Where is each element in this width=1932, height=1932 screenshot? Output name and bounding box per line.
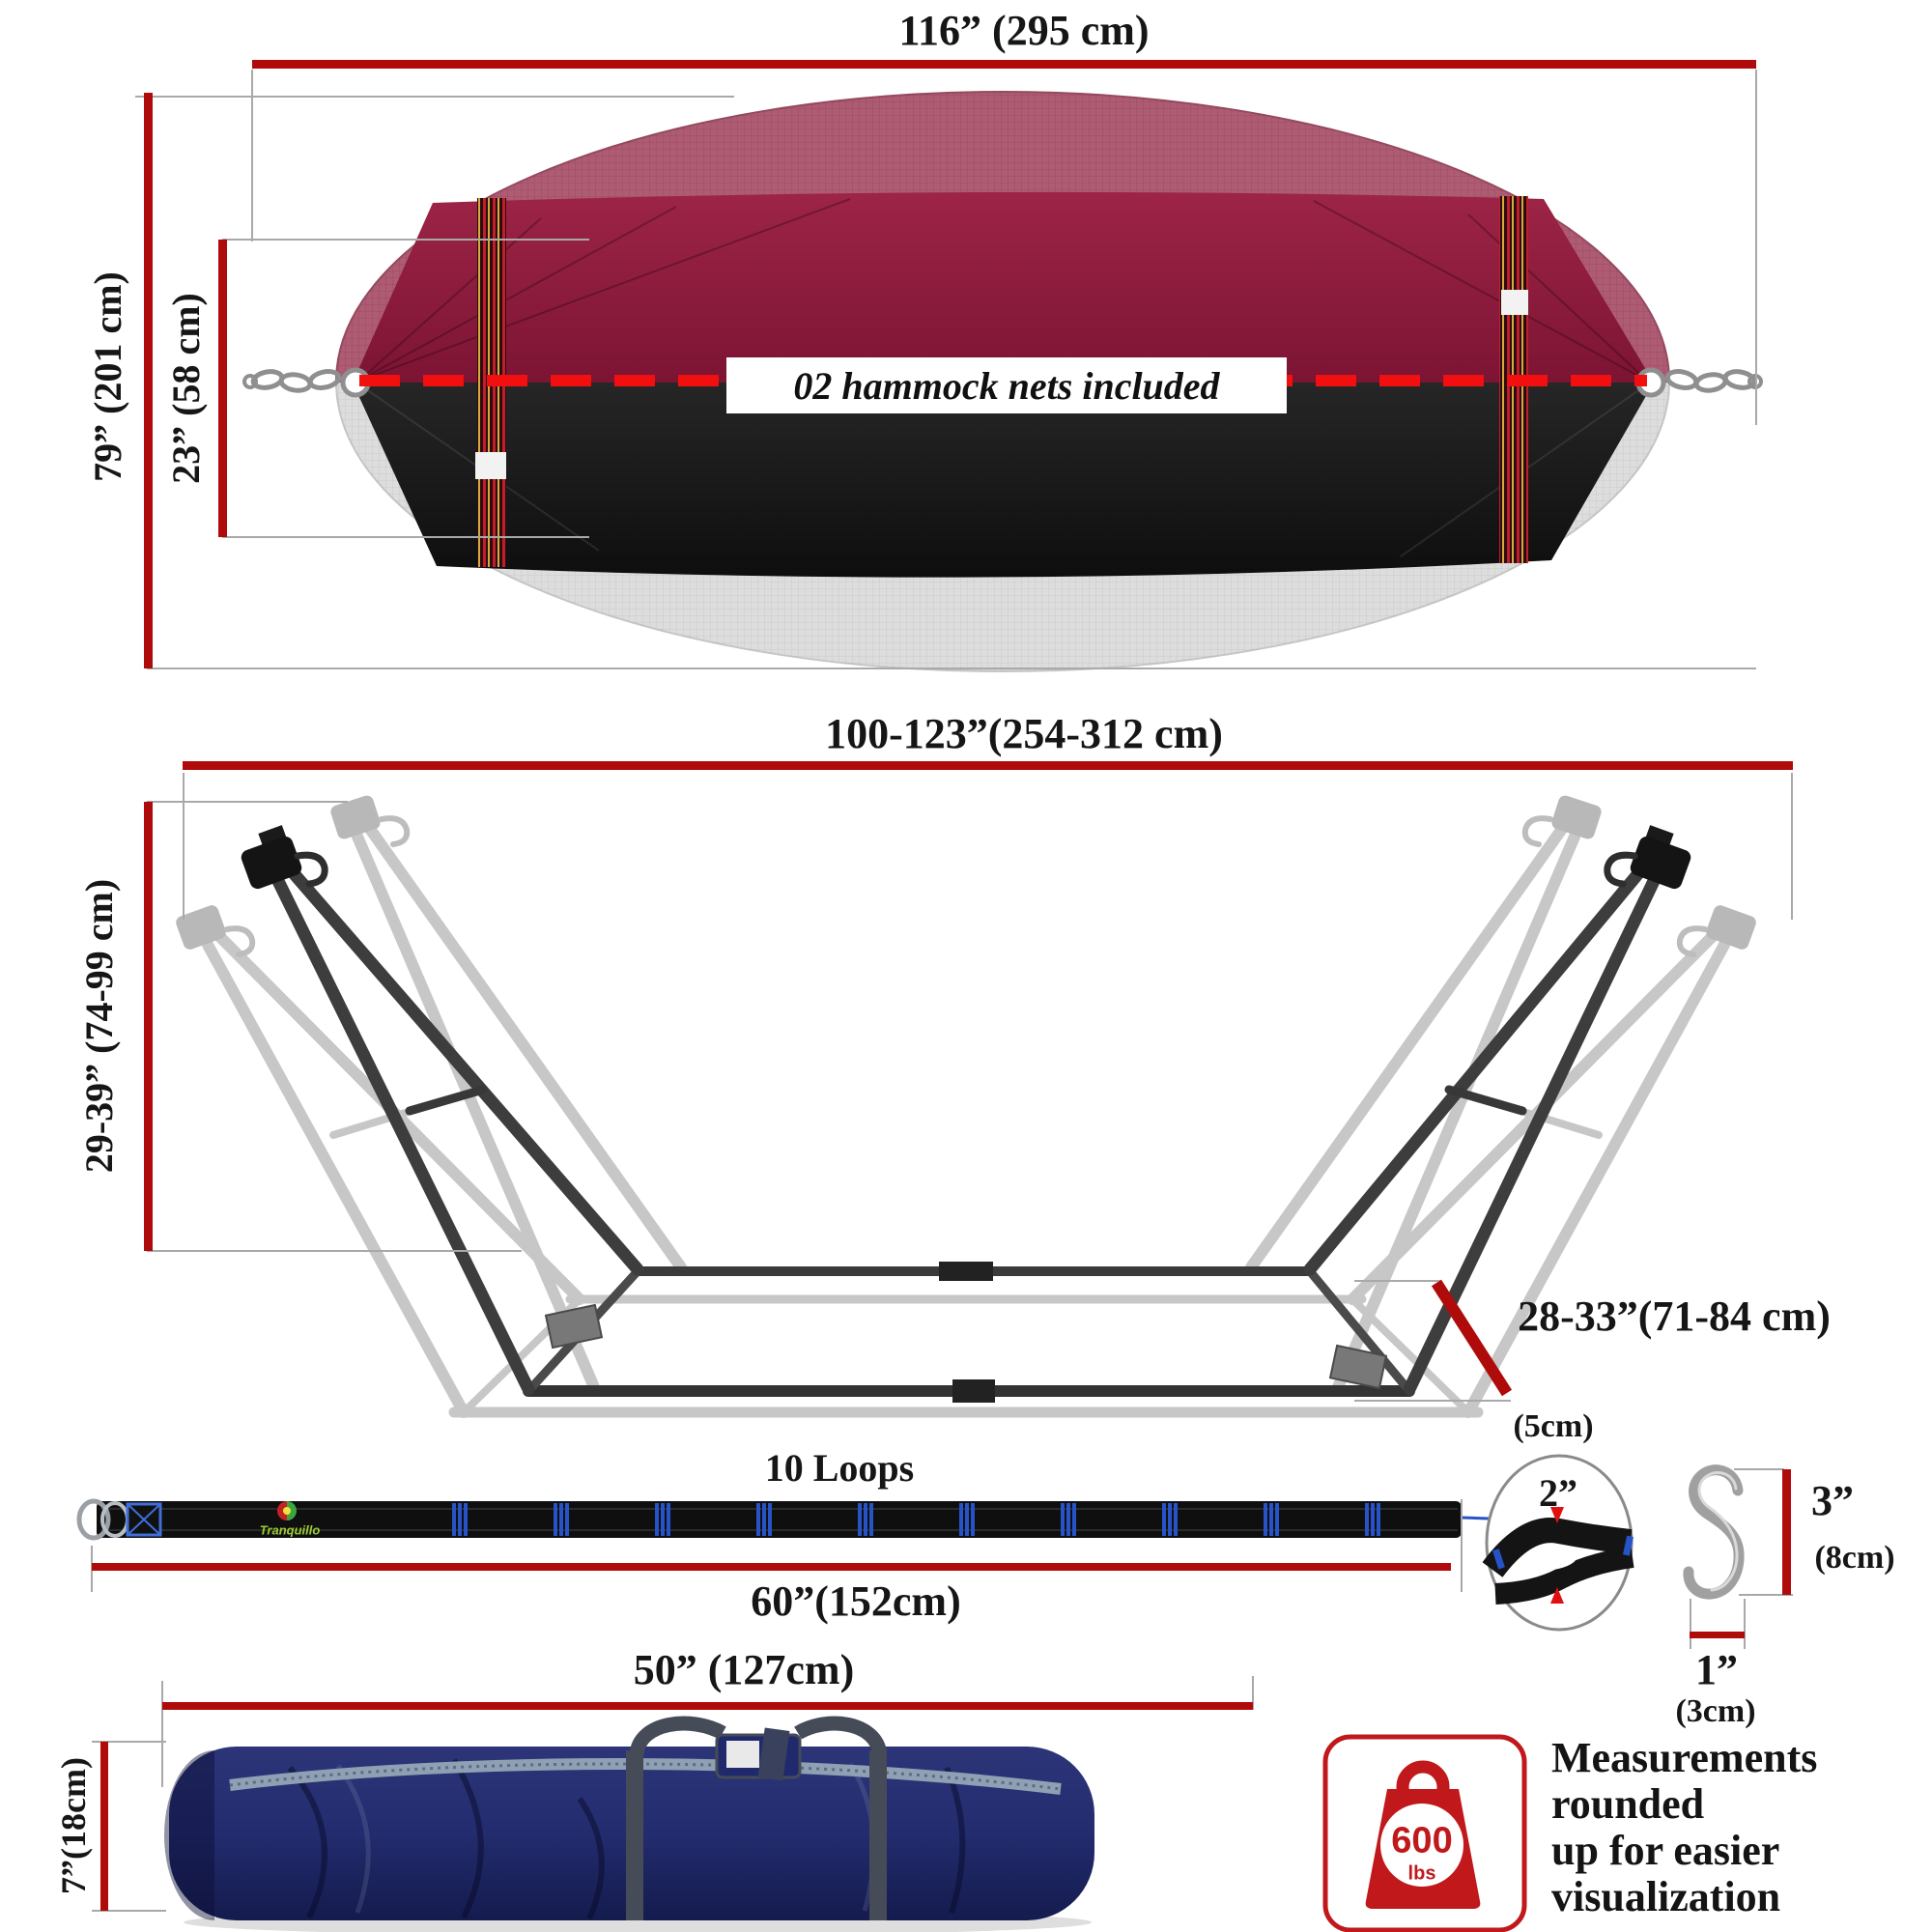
d-ring-icon [76,1498,111,1541]
stand-height-label: 29-39” (74-99 cm) [77,878,121,1174]
hammock-dimension-lines [135,60,1757,669]
hook-width-in-label: 1” [1695,1646,1738,1693]
dimension-line-stand-length [183,761,1793,770]
dimension-line-strap-length [92,1563,1451,1571]
hammock-bed-width-label: 23” (58 cm) [164,293,208,484]
hammock-height-label: 79” (201 cm) [86,271,129,482]
weight-capacity-card [1322,1734,1527,1932]
strap-stitch-box [126,1502,162,1537]
junction-plate-right [1328,1344,1388,1390]
dimension-line-116in [252,60,1756,69]
tree-strap [76,1498,1490,1541]
loop-detail-magnifier [1482,1454,1634,1632]
stand-dimension-lines [144,761,1793,1402]
rail-connector-front [952,1379,995,1403]
disclaimer-text: Measurements rounded up for easier visua… [1551,1735,1817,1920]
hammock-width-label: 116” (295 cm) [898,7,1150,54]
strap-loops-label: 10 Loops [764,1446,915,1490]
dimension-line-bag-length [162,1702,1253,1710]
callout-connector [1461,1516,1490,1520]
s-hook [1683,1464,1745,1600]
nets-included-note: 02 hammock nets included [726,357,1287,413]
stand-ghost-frames [176,795,1756,1418]
dimension-line-hook-width [1690,1632,1745,1638]
stand-cap-left [241,825,328,890]
s-hook-icon [1683,1464,1745,1600]
chain-left [242,367,371,398]
loop-width-cm-label: (5cm) [1513,1408,1594,1444]
fabric-tag-right [1501,290,1528,315]
disclaimer-line-3: up for easier [1551,1827,1780,1874]
bag-handles [626,1716,888,1920]
hook-height-in-label: 3” [1811,1477,1854,1524]
strap-dimension-lines [91,1499,1463,1592]
bag-height-label: 7”(18cm) [54,1757,93,1894]
hook-dimension-lines [1690,1468,1793,1649]
stand-length-label: 100-123”(254-312 cm) [825,710,1223,757]
carry-bag [164,1716,1094,1932]
fabric-tag-left [475,452,506,479]
stand-frame [241,825,1691,1403]
loop-opening [1527,1548,1577,1571]
strap-length-label: 60”(152cm) [751,1577,961,1625]
hook-width-cm-label: (3cm) [1675,1693,1756,1729]
hanging-hook-right [1604,851,1638,888]
bag-label [726,1741,759,1768]
hammock-bed [353,191,1654,578]
bag-dimension-lines [92,1676,1254,1912]
dimension-line-79in [144,93,153,668]
dimension-line-leg [1431,1279,1513,1397]
chain-right [1635,367,1763,398]
hook-height-cm-label: (8cm) [1814,1540,1895,1576]
strap-loop-stitches [452,1503,1380,1536]
capacity-unit: lbs [1407,1862,1436,1885]
dimension-line-23in [218,240,227,537]
hanging-hook-left [294,851,328,888]
arrow-up-icon [1550,1587,1564,1604]
bag-length-label: 50” (127cm) [633,1646,855,1693]
stand-leg-label: 28-33”(71-84 cm) [1518,1293,1831,1340]
loop-width-in-label: 2” [1539,1471,1577,1515]
junction-plate-left [544,1303,604,1350]
stand-cap-right [1604,825,1691,890]
arrow-down-icon [1550,1507,1564,1523]
dimension-line-stand-height [144,802,153,1251]
disclaimer-line-4: visualization [1551,1873,1781,1920]
disclaimer-line-1: Measurements [1551,1734,1818,1781]
brand-emblem-icon [277,1501,297,1520]
rail-connector-back [939,1262,993,1281]
disclaimer-line-2: rounded [1551,1780,1705,1828]
dimension-line-bag-height [100,1742,108,1911]
capacity-value: 600 [1391,1820,1453,1861]
dimension-line-hook-height [1782,1469,1791,1595]
brand-label: Tranquillo [259,1522,321,1538]
